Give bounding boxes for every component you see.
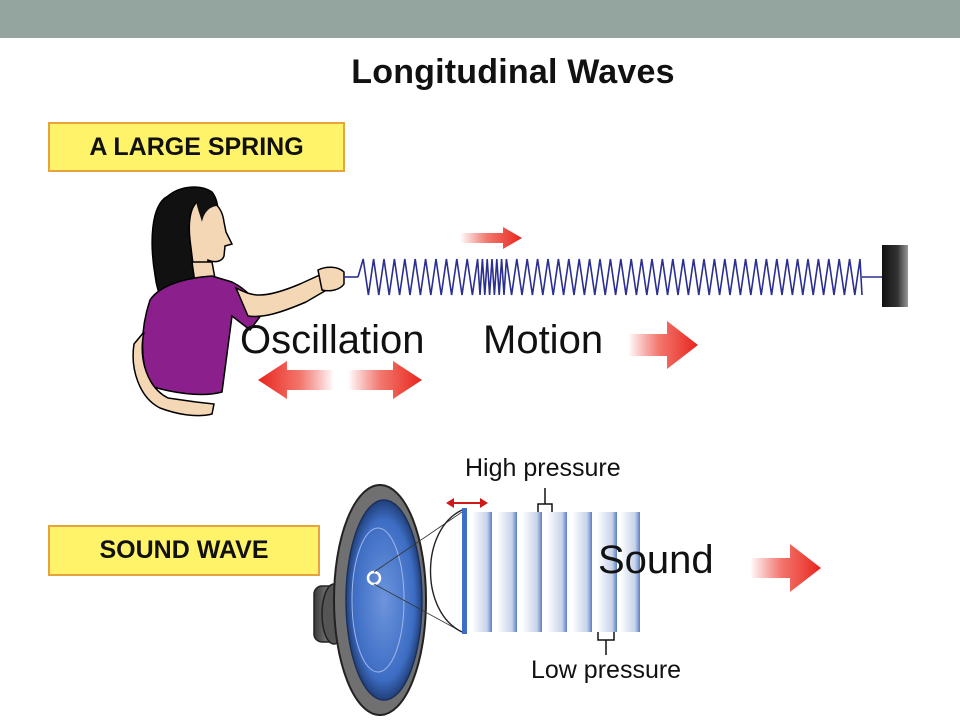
oscillation-label: Oscillation — [240, 318, 425, 362]
spring-section-label: A LARGE SPRING — [48, 122, 345, 172]
compression-band — [597, 512, 617, 632]
oscillation-right-arrow — [348, 361, 422, 399]
speaker-illustration — [313, 484, 463, 716]
compression-band — [522, 512, 542, 632]
top-bar — [0, 0, 960, 38]
oscillation-left-arrow — [258, 361, 334, 399]
compression-band — [620, 512, 640, 632]
person-illustration — [132, 186, 345, 417]
compression-band — [497, 512, 517, 632]
sound-label: Sound — [598, 538, 714, 582]
motion-arrow — [628, 321, 698, 369]
high-pressure-bracket — [537, 488, 553, 512]
diaphragm-oscillation-arrow — [446, 498, 488, 508]
compression-band — [572, 512, 592, 632]
low-pressure-label: Low pressure — [531, 656, 682, 684]
low-pressure-bracket — [597, 632, 615, 655]
sound-arrow — [750, 544, 821, 592]
pulse-arrow — [460, 227, 522, 249]
compression-bands — [472, 512, 640, 632]
sound-section-label: SOUND WAVE — [48, 525, 320, 576]
motion-label: Motion — [483, 318, 604, 362]
wall-anchor — [882, 245, 908, 307]
high-pressure-label: High pressure — [465, 454, 621, 482]
compression-band — [547, 512, 567, 632]
spring-coil — [357, 258, 863, 296]
page-title: Longitudinal Waves — [351, 53, 675, 91]
compression-band — [472, 512, 492, 632]
diaphragm-plate — [462, 508, 467, 634]
